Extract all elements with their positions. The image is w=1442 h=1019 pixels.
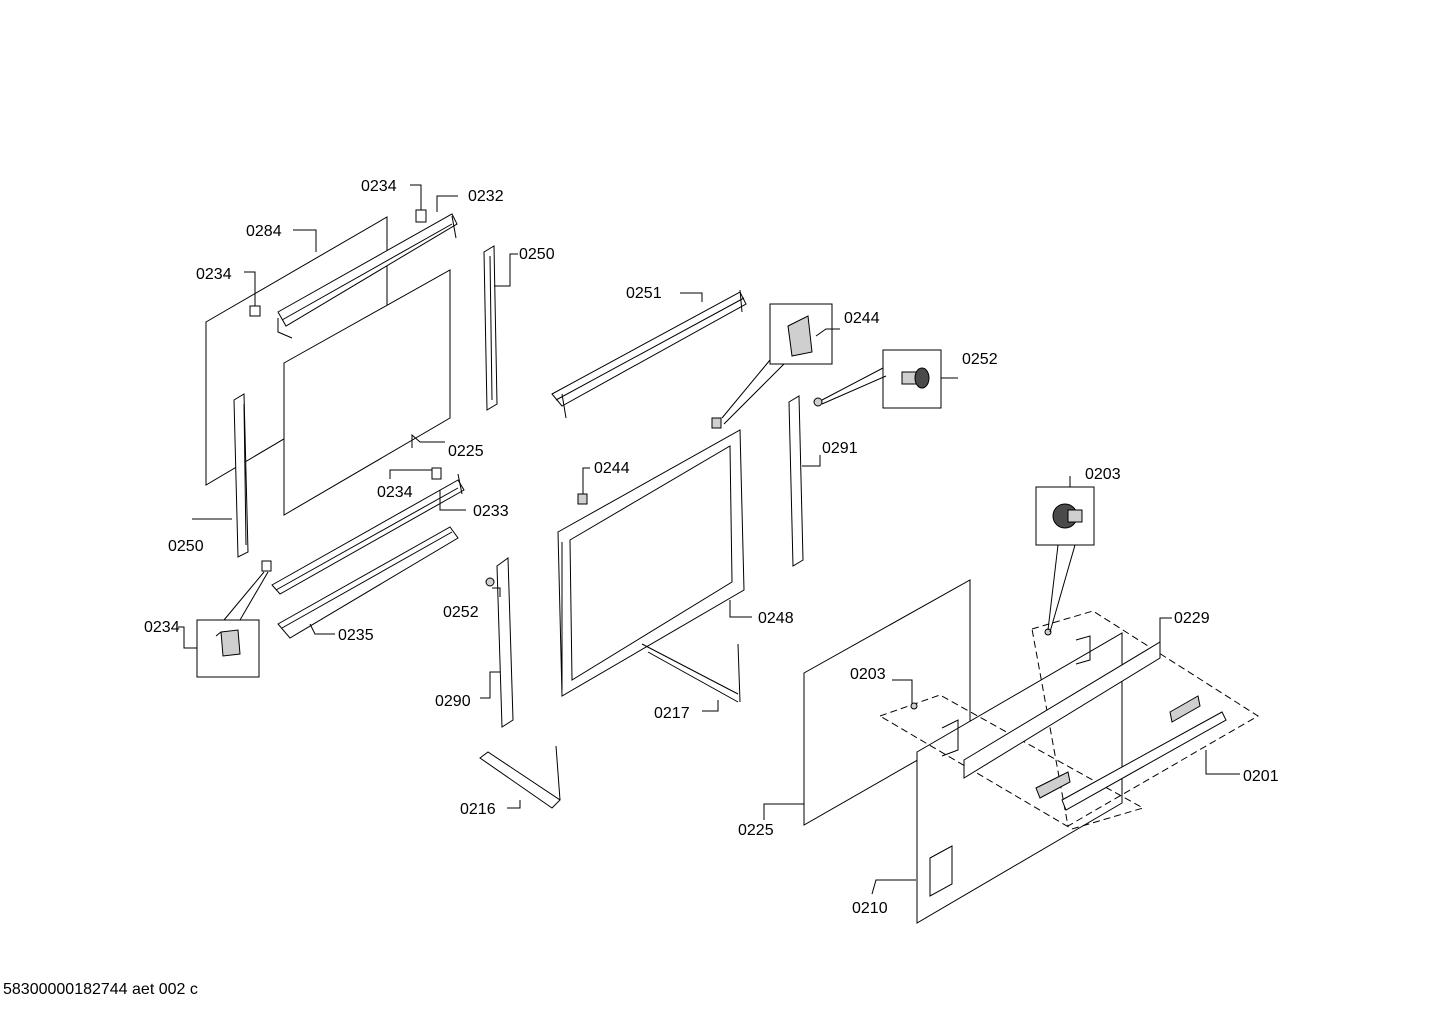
label-0234-a: 0234 bbox=[361, 178, 397, 195]
label-0248: 0248 bbox=[758, 610, 794, 627]
label-0216: 0216 bbox=[460, 801, 496, 818]
label-0244-b: 0244 bbox=[594, 460, 630, 477]
top-trim-0232 bbox=[277, 213, 458, 339]
label-0203-a: 0203 bbox=[1085, 466, 1121, 483]
label-0234-b: 0234 bbox=[196, 266, 232, 283]
label-0229: 0229 bbox=[1174, 610, 1210, 627]
side-strip-0250-right bbox=[483, 245, 498, 411]
bottom-trim-0233 bbox=[271, 473, 465, 595]
screw-0252-detail-box bbox=[882, 349, 942, 409]
label-0250-a: 0250 bbox=[519, 246, 555, 263]
label-0250-b: 0250 bbox=[168, 538, 204, 555]
label-0210: 0210 bbox=[852, 900, 888, 917]
label-0233: 0233 bbox=[473, 503, 509, 520]
screw-0252-small bbox=[485, 577, 495, 587]
clip-0234-mid bbox=[431, 467, 442, 480]
label-0252-a: 0252 bbox=[962, 351, 998, 368]
label-0225-b: 0225 bbox=[738, 822, 774, 839]
screw-0203-small bbox=[910, 628, 1052, 710]
label-0217: 0217 bbox=[654, 705, 690, 722]
top-rail-0251 bbox=[551, 289, 747, 419]
clip-0244-lower bbox=[577, 493, 588, 505]
side-strip-0290 bbox=[496, 557, 514, 728]
clip-0234-detail-box bbox=[196, 619, 260, 678]
label-0225-a: 0225 bbox=[448, 443, 484, 460]
clip-0234-left bbox=[249, 305, 261, 317]
label-0201: 0201 bbox=[1243, 768, 1279, 785]
label-0244-a: 0244 bbox=[844, 310, 880, 327]
clip-0244-upper bbox=[711, 417, 722, 429]
leader-lines-right bbox=[763, 476, 1240, 895]
leader-lines-center bbox=[480, 292, 958, 809]
bottom-bracket-0216 bbox=[479, 745, 561, 809]
hinge-bracket-0217 bbox=[641, 643, 741, 703]
screw-0252-small-right bbox=[813, 397, 823, 407]
leader-lines-upper-left bbox=[178, 184, 518, 649]
label-0232: 0232 bbox=[468, 188, 504, 205]
screw-0203-detail-box bbox=[1035, 486, 1095, 546]
label-0235: 0235 bbox=[338, 627, 374, 644]
handle-profile-0235 bbox=[277, 526, 459, 639]
glass-pane-0225-upper bbox=[283, 269, 451, 516]
label-0290: 0290 bbox=[435, 693, 471, 710]
side-strip-0291 bbox=[788, 395, 804, 567]
label-0234-c: 0234 bbox=[377, 484, 413, 501]
label-0284: 0284 bbox=[246, 223, 282, 240]
document-id-footer: 58300000182744 aet 002 c bbox=[3, 981, 198, 998]
label-0234-d: 0234 bbox=[144, 619, 180, 636]
side-strip-0250-left bbox=[233, 393, 249, 558]
clip-0234-top bbox=[415, 209, 427, 223]
label-0203-b: 0203 bbox=[850, 666, 886, 683]
label-0251: 0251 bbox=[626, 285, 662, 302]
handle-assembly-0201 bbox=[878, 610, 1259, 830]
label-0291: 0291 bbox=[822, 440, 858, 457]
clip-0234-bottom bbox=[261, 560, 272, 572]
label-0252-b: 0252 bbox=[443, 604, 479, 621]
inner-frame-0248 bbox=[557, 429, 745, 697]
clip-0244-detail-box bbox=[769, 303, 833, 365]
